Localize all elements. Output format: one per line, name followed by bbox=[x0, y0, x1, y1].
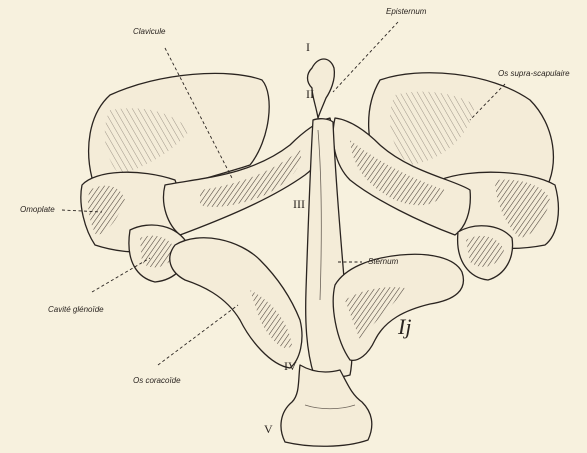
numeral-iii: III bbox=[293, 198, 305, 210]
label-omoplate: Omoplate bbox=[20, 206, 55, 214]
label-os-supra-scapulaire: Os supra-scapulaire bbox=[498, 70, 570, 78]
label-os-coracoide: Os coracoïde bbox=[133, 377, 181, 385]
xiphisternum bbox=[281, 365, 372, 446]
left-coracoid bbox=[170, 238, 302, 368]
artist-signature: Ij bbox=[398, 316, 411, 338]
label-episternum: Episternum bbox=[386, 8, 426, 16]
numeral-iv: IV bbox=[284, 360, 297, 372]
label-cavite-glenoide: Cavité glénoïde bbox=[48, 306, 104, 314]
numeral-ii: II bbox=[306, 88, 314, 100]
label-clavicule: Clavicule bbox=[133, 28, 165, 36]
numeral-i: I bbox=[306, 41, 310, 53]
label-sternum: Sternum bbox=[368, 258, 398, 266]
numeral-v: V bbox=[264, 423, 273, 435]
